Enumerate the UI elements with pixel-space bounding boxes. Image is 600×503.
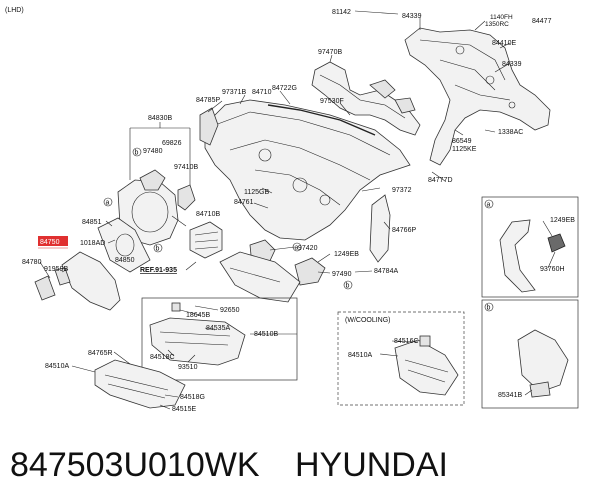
part-label: 1338AC <box>498 129 523 136</box>
cooling-box-title: (W/COOLING) <box>345 317 391 324</box>
leader-lines <box>39 10 556 410</box>
brand-name: HYUNDAI <box>294 446 448 484</box>
callout-a-box: a <box>487 202 491 209</box>
highlighted-part-box <box>38 236 68 246</box>
part-label: 97470B <box>318 49 342 56</box>
part-label: 84761 <box>234 199 254 206</box>
part-label: 84477 <box>532 18 552 25</box>
part-label: 93510 <box>178 364 198 371</box>
lhd-label: (LHD) <box>5 7 24 14</box>
part-label: 1249EB <box>334 251 359 258</box>
detail-box-a: a <box>481 196 579 298</box>
part-label: 1249EB <box>550 217 575 224</box>
part-label: 84710B <box>196 211 220 218</box>
callout-b-1: b <box>156 246 160 253</box>
callout-b-box: b <box>487 305 491 312</box>
part-label: 84339 <box>502 61 522 68</box>
part-label: 84784A <box>374 268 398 275</box>
part-labels: 81142 84339 1140FH 1350RC 84477 84410E 8… <box>22 9 575 413</box>
defroster-duct <box>311 61 421 136</box>
part-label: 84510A <box>348 352 372 359</box>
part-label: 97372 <box>392 187 412 194</box>
part-label: 97420 <box>298 245 318 252</box>
part-label: 84722G <box>272 85 297 92</box>
part-label: 84510A <box>45 363 69 370</box>
callout-a-2: a <box>106 200 110 207</box>
callout-b-2: b <box>346 283 350 290</box>
part-label: 84710 <box>252 89 272 96</box>
part-label: 85341B <box>498 392 522 399</box>
part-label: 84510B <box>254 331 278 338</box>
highlighted-part-label: 84750 <box>40 239 60 246</box>
part-label: 93760H <box>540 266 565 273</box>
callout-a-3: a <box>295 245 299 252</box>
part-label: 84777D <box>428 177 453 184</box>
part-label: 69826 <box>162 140 182 147</box>
center-fascia <box>189 221 326 286</box>
part-label: 84830B <box>148 115 172 122</box>
part-label: 86549 <box>452 138 472 145</box>
glove-box-lower <box>94 359 186 409</box>
part-label: 92650 <box>220 307 240 314</box>
lower-left-panel <box>34 217 151 311</box>
part-label: 91959B <box>44 266 68 273</box>
part-label: REF.91-935 <box>140 267 177 274</box>
crash-pad-frame <box>404 27 551 166</box>
parts-diagram: (LHD) <box>5 7 579 413</box>
part-label: 84518C <box>150 354 175 361</box>
cooling-box: (W/COOLING) <box>337 311 465 406</box>
part-label: 84765R <box>88 350 113 357</box>
glove-box-assembly <box>141 297 298 381</box>
part-label: 84535A <box>206 325 230 332</box>
part-label: 97410B <box>174 164 198 171</box>
part-label: 84850 <box>115 257 135 264</box>
part-label: 97371B <box>222 89 246 96</box>
part-label: 97490 <box>332 271 352 278</box>
part-label: 1140FH <box>490 14 513 21</box>
part-label: 1350RC <box>485 21 509 28</box>
part-label: 84785P <box>196 97 220 104</box>
crash-pad-main <box>204 99 411 241</box>
part-label: 84339 <box>402 13 422 20</box>
part-label: 97530F <box>320 98 344 105</box>
callout-a-1: b <box>135 150 139 157</box>
glove-box-upper <box>219 194 391 303</box>
part-label: 84518G <box>180 394 205 401</box>
detail-box-b: b <box>481 299 579 409</box>
part-label: 18645B <box>186 312 210 319</box>
part-number: 847503U010WK <box>10 446 260 484</box>
caption: 847503U010WK HYUNDAI <box>10 440 590 490</box>
part-label: 84515E <box>172 406 196 413</box>
part-label: 84410E <box>492 40 516 47</box>
part-label: 84780 <box>22 259 42 266</box>
part-label: 97480 <box>143 148 163 155</box>
part-label: 84851 <box>82 219 102 226</box>
callout-markers: b a b a b <box>103 147 353 290</box>
part-label: 1018AD <box>80 240 105 247</box>
part-label: 81142 <box>332 9 351 16</box>
part-label: 84766P <box>392 227 416 234</box>
part-label: 1125GB <box>244 189 269 196</box>
part-label: 84516C <box>394 338 419 345</box>
part-label: 1125KE <box>452 146 477 153</box>
